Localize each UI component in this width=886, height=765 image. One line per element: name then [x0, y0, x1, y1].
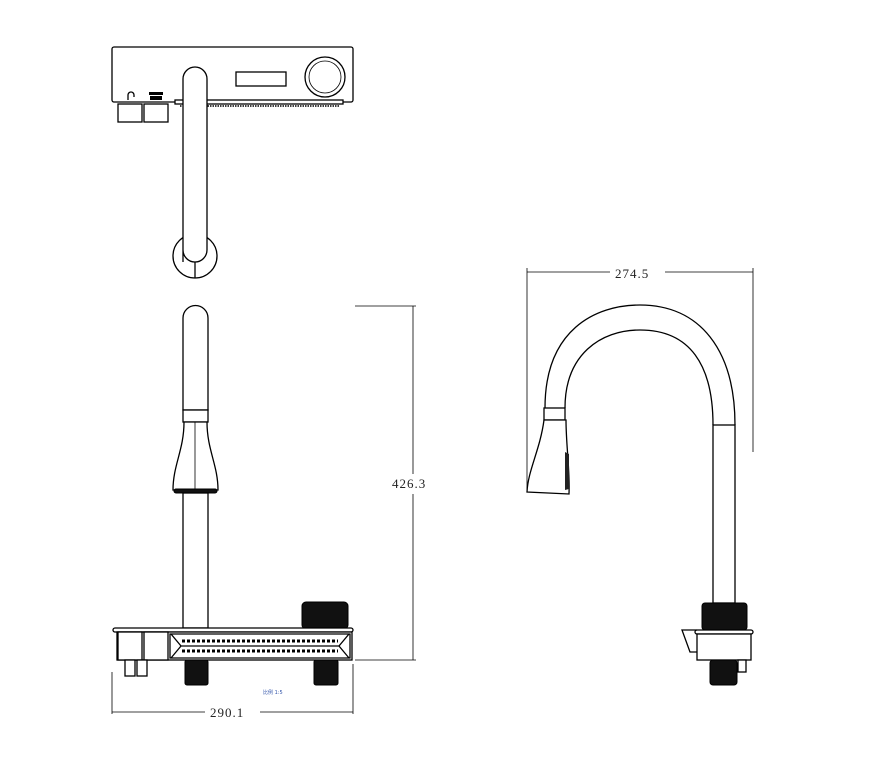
side-gooseneck-inner	[564, 329, 714, 426]
faucet-symbol-icon	[127, 91, 135, 100]
front-switch-right	[136, 659, 148, 677]
front-view	[112, 304, 354, 686]
dimension-reach-label: 274.5	[615, 266, 649, 281]
side-knurled-knob	[701, 602, 748, 631]
top-display	[235, 71, 287, 87]
top-view	[111, 46, 354, 279]
front-grille	[169, 633, 351, 659]
dimension-width: 290.1	[111, 664, 354, 720]
side-head-ring	[543, 407, 566, 421]
front-foot-left	[184, 659, 209, 686]
dimension-reach: 274.5	[526, 266, 754, 490]
side-bracket	[681, 629, 697, 653]
top-body	[111, 46, 354, 103]
front-button-right	[143, 631, 169, 661]
front-spout-ring	[182, 409, 209, 423]
scale-note: 比例 1:5	[263, 689, 283, 696]
top-spout	[182, 66, 208, 263]
front-spout-lower	[182, 492, 209, 629]
side-head-trigger	[565, 452, 569, 490]
side-switch	[737, 659, 747, 673]
front-button-left	[117, 631, 143, 661]
top-knob	[304, 56, 346, 98]
side-foot	[709, 659, 738, 686]
top-knob-inner	[308, 60, 342, 94]
side-deck	[696, 633, 752, 661]
side-spout-pipe	[712, 424, 736, 604]
top-button-left	[117, 103, 143, 123]
front-spout-upper	[182, 304, 209, 411]
filter-symbol-icon	[149, 92, 163, 100]
top-plate	[174, 99, 344, 105]
front-spray-head	[172, 421, 219, 491]
dimension-height-label: 426.3	[392, 476, 426, 491]
front-switch-left	[124, 659, 136, 677]
side-gooseneck-outer	[544, 304, 736, 426]
side-view	[526, 304, 754, 686]
dimension-width-label: 290.1	[210, 705, 244, 720]
side-spray-head	[526, 419, 570, 495]
front-knurled-knob	[301, 601, 349, 630]
front-foot-right	[313, 659, 339, 686]
dimension-height: 426.3	[355, 305, 426, 661]
top-button-right	[143, 103, 169, 123]
